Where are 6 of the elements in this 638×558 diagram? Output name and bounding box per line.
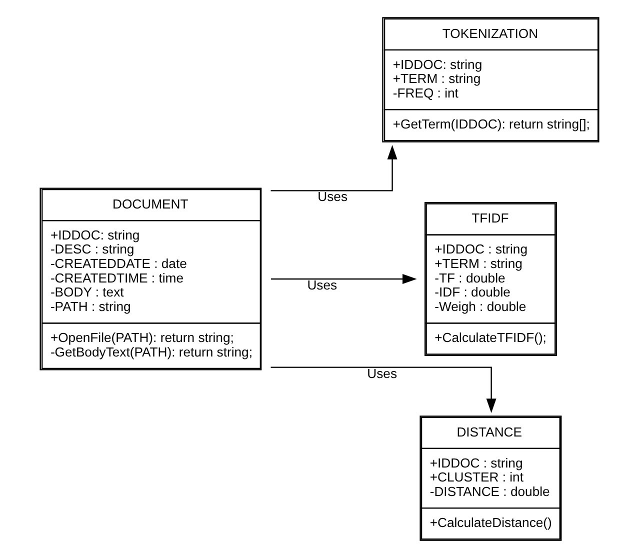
- arrow: [270, 274, 416, 284]
- edge-label: Uses: [366, 366, 397, 381]
- arrow: [270, 145, 397, 192]
- arrow: [270, 366, 496, 413]
- edge-label: Uses: [317, 189, 348, 204]
- edge-label: Uses: [306, 278, 337, 292]
